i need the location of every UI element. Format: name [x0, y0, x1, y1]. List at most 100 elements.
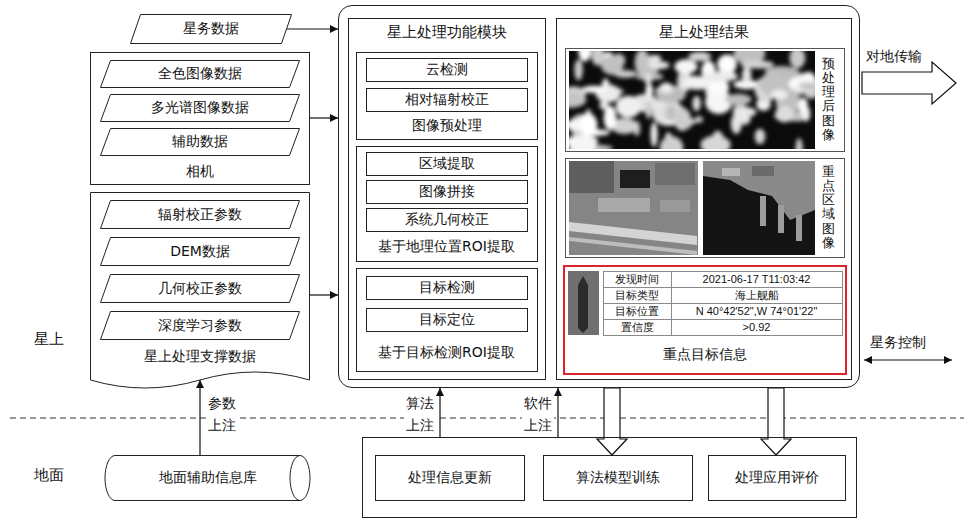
table-cell: 目标类型	[603, 287, 672, 304]
data-input: 星务数据	[130, 14, 292, 44]
image-panel: 重点区域图像	[565, 158, 845, 258]
pier	[760, 196, 766, 226]
cloud-blob	[703, 71, 738, 82]
parallelogram	[101, 275, 300, 303]
camera-group: 相机 全色图像数据多光谱图像数据辅助数据	[90, 52, 310, 185]
building-block	[752, 166, 774, 176]
process-box: 算法模型训练	[543, 455, 693, 501]
terrain-patch	[569, 161, 614, 193]
airport-image	[569, 161, 698, 255]
table-cell: N 40°42'52",W 74°01'22"	[671, 303, 843, 320]
cloud-blob	[688, 52, 711, 61]
cloud-blob	[775, 106, 794, 122]
group-title: 相机	[91, 163, 309, 181]
box-text: 地面辅助信息库	[159, 469, 257, 487]
cloud-blob	[579, 113, 598, 135]
data-input: DEM数据	[100, 237, 300, 266]
vertical-title: 重点区域图像	[822, 165, 835, 251]
cloud-blob	[733, 107, 757, 117]
cloud-blob	[645, 102, 651, 119]
data-input: 辅助数据	[100, 128, 300, 156]
cylinder-end	[290, 456, 300, 501]
table-cell: 海上舰船	[671, 287, 843, 304]
land-area	[703, 161, 815, 220]
cloud-blob	[601, 55, 623, 74]
group-title: 星上处理功能模块	[349, 23, 545, 42]
process-box: 目标定位	[366, 308, 528, 332]
target-info-box: 重点目标信息发现时间2021-06-17 T11:03:42目标类型海上舰船目标…	[563, 265, 847, 375]
ship-shape	[578, 276, 588, 333]
table-cell: 发现时间	[603, 271, 672, 288]
document-shape	[91, 193, 310, 389]
cloud-blob	[673, 108, 691, 131]
zone-label: 地面	[34, 466, 64, 485]
connector	[439, 388, 440, 437]
ship-thumbnail	[568, 271, 599, 335]
support-document: 星上处理支撑数据辐射校正参数DEM数据几何校正参数深度学习参数	[90, 192, 310, 396]
cloud-blob	[796, 138, 803, 149]
edge-label: 软件 上注	[522, 392, 554, 436]
box-text: 云检测	[426, 61, 468, 79]
cloud-blob	[700, 136, 730, 149]
taxiway	[569, 237, 697, 255]
onboard-frame: 星上处理功能模块图像预处理 云检测相对辐射校正基于地理位置ROI提取区域提取图像拼…	[338, 5, 860, 388]
box-text: 多光谱图像数据	[151, 99, 249, 117]
arrow-label: 对地传输	[866, 48, 922, 66]
box-text: 区域提取	[419, 155, 475, 173]
box-text: DEM数据	[170, 243, 230, 261]
image-ground	[568, 271, 599, 335]
image-ground	[569, 51, 815, 149]
table-cell: 2021-06-17 T11:03:42	[671, 271, 843, 288]
box-text: 系统几何校正	[405, 211, 489, 229]
hollow-arrow	[761, 388, 791, 455]
connector	[310, 294, 338, 295]
edge-label: 参数 上注	[206, 392, 238, 436]
box-text: 辅助数据	[172, 133, 228, 151]
cloud-blob	[569, 135, 596, 149]
parallelogram	[131, 15, 292, 44]
cloud-blob	[771, 90, 788, 100]
group-title: 基于地理位置ROI提取	[357, 238, 537, 256]
box-text: 辐射校正参数	[158, 206, 242, 224]
function-group: 图像预处理 云检测相对辐射校正	[356, 52, 538, 140]
cloud-image	[569, 51, 815, 149]
data-input: 全色图像数据	[100, 60, 300, 88]
cloud-blob	[802, 106, 810, 122]
vertical-title: 预处理后图像	[822, 57, 835, 143]
cloud-blob	[755, 129, 766, 144]
result-panel: 星上处理结果预处理后图像重点区域图像重点目标信息发现时间2021-06-17 T…	[556, 18, 852, 380]
box-text: 处理应用评价	[735, 469, 819, 487]
process-box: 系统几何校正	[366, 208, 528, 232]
apron	[598, 198, 650, 212]
cloud-blob	[645, 84, 652, 98]
data-input: 深度学习参数	[100, 311, 300, 340]
building-block	[722, 168, 740, 176]
process-box: 目标检测	[366, 276, 528, 300]
cloud-blob	[660, 136, 683, 149]
parallelogram	[101, 129, 300, 156]
image-panel: 预处理后图像	[565, 48, 845, 152]
group-title: 图像预处理	[357, 117, 537, 135]
pier	[778, 205, 784, 233]
cloud-blob	[789, 51, 805, 68]
parallelogram	[101, 238, 300, 266]
terrain-patch	[655, 163, 695, 185]
box-text: 星务数据	[183, 20, 239, 38]
box-text: 深度学习参数	[158, 317, 242, 335]
process-box: 图像拼接	[366, 180, 528, 204]
terrain-patch	[660, 200, 690, 212]
hollow-arrow	[597, 388, 627, 455]
parallelogram	[101, 201, 300, 229]
connector	[199, 380, 200, 455]
box-text: 相对辐射校正	[405, 91, 489, 109]
cloud-blob	[695, 116, 703, 123]
connector	[557, 388, 558, 437]
cloud-blob	[692, 96, 701, 111]
group-title: 星上处理结果	[557, 23, 851, 42]
ground-group: 处理信息更新算法模型训练处理应用评价	[362, 437, 857, 518]
cloud-blob	[644, 72, 651, 85]
parallelogram	[101, 312, 300, 340]
table-cell: >0.92	[671, 319, 843, 336]
box-text: 目标检测	[419, 279, 475, 297]
